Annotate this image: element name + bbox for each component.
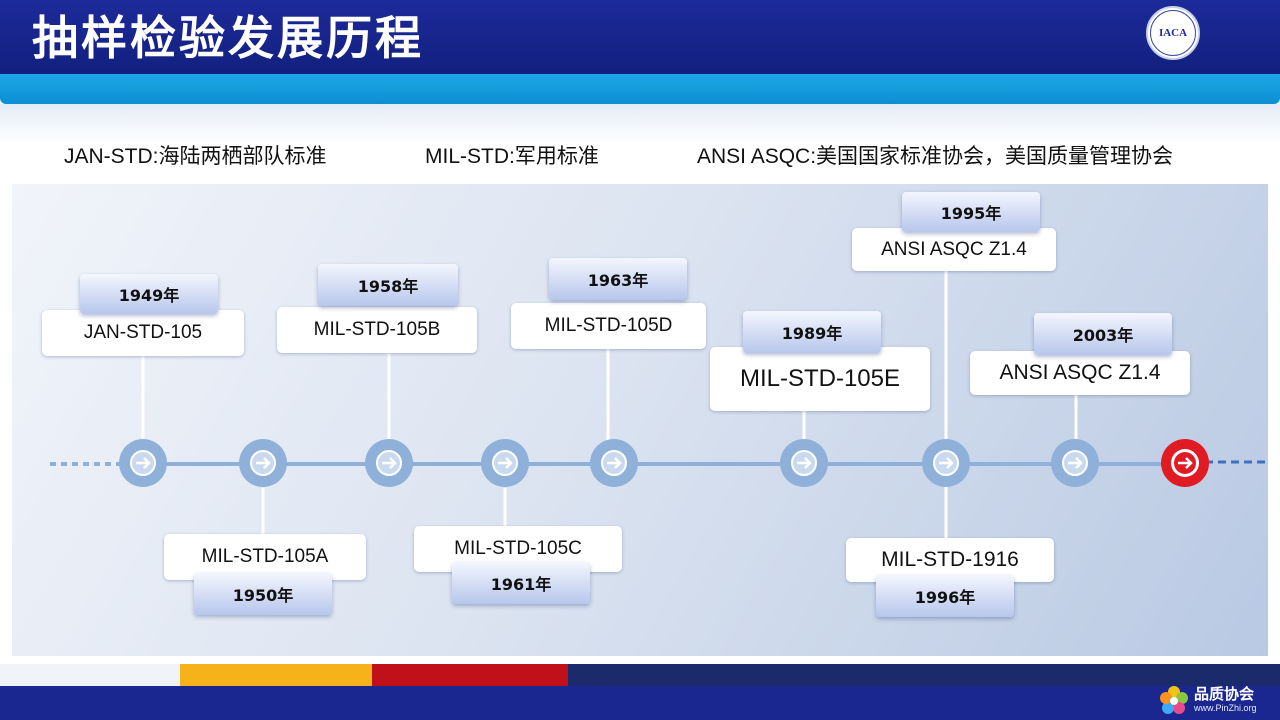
standard-card-1996: MIL-STD-1916 xyxy=(846,538,1054,582)
color-strip-red xyxy=(372,664,568,686)
timeline-node-1963 xyxy=(590,439,638,487)
year-badge-1949: 1949年 xyxy=(80,274,218,314)
arrow-right-icon xyxy=(1178,457,1193,469)
slide-title: 抽样检验发展历程 xyxy=(32,11,424,65)
timeline-node-1995 xyxy=(922,439,970,487)
standard-card-2003: ANSI ASQC Z1.4 xyxy=(970,351,1190,395)
timeline-node-1989 xyxy=(780,439,828,487)
timeline-node-2003 xyxy=(1051,439,1099,487)
timeline-node-1949 xyxy=(119,439,167,487)
standard-card-1995: ANSI ASQC Z1.4 xyxy=(852,228,1056,271)
color-strip-navy xyxy=(568,664,1280,686)
standard-card-1989: MIL-STD-105E xyxy=(710,347,930,411)
timeline-node-1961 xyxy=(481,439,529,487)
brand-name: 品质协会 xyxy=(1194,685,1255,703)
color-strip-light xyxy=(0,664,180,686)
year-badge-1963: 1963年 xyxy=(549,258,687,300)
legend-mil-std: MIL-STD:军用标准 xyxy=(425,145,599,168)
arrow-right-icon xyxy=(939,457,954,469)
year-badge-1989: 1989年 xyxy=(743,311,881,353)
arrow-right-icon xyxy=(498,457,513,469)
standard-card-1958: MIL-STD-105B xyxy=(277,307,477,353)
year-badge-1961: 1961年 xyxy=(452,562,590,604)
year-badge-1950: 1950年 xyxy=(194,573,332,615)
arrow-right-icon xyxy=(382,457,397,469)
year-badge-1995: 1995年 xyxy=(902,192,1040,232)
year-badge-2003: 2003年 xyxy=(1034,313,1172,355)
legend-jan-std: JAN-STD:海陆两栖部队标准 xyxy=(64,145,327,168)
header-fade xyxy=(0,104,1280,144)
legend-ansi-asqc: ANSI ASQC:美国国家标准协会，美国质量管理协会 xyxy=(697,145,1174,168)
slide-footer xyxy=(0,686,1280,720)
iaca-logo: IACA xyxy=(1146,6,1200,60)
header-accent-band xyxy=(0,74,1280,104)
color-strip-yellow xyxy=(180,664,372,686)
timeline-end-node xyxy=(1161,439,1209,487)
arrow-right-icon xyxy=(256,457,271,469)
standard-card-1963: MIL-STD-105D xyxy=(511,303,706,349)
arrow-right-icon xyxy=(797,457,812,469)
year-badge-1996: 1996年 xyxy=(876,575,1014,617)
brand-url: www.PinZhi.org xyxy=(1194,703,1257,713)
timeline-node-1958 xyxy=(365,439,413,487)
logo-text: IACA xyxy=(1150,10,1196,56)
arrow-right-icon xyxy=(1068,457,1083,469)
standard-card-1950: MIL-STD-105A xyxy=(164,534,366,580)
flower-logo-icon xyxy=(1160,686,1188,714)
timeline-node-1950 xyxy=(239,439,287,487)
year-badge-1958: 1958年 xyxy=(318,264,458,306)
brand-watermark: 品质协会 www.PinZhi.org xyxy=(1158,682,1276,718)
standard-card-1949: JAN-STD-105 xyxy=(42,310,244,356)
arrow-right-icon xyxy=(136,457,151,469)
slide-header: 抽样检验发展历程 IACA xyxy=(0,0,1280,74)
arrow-right-icon xyxy=(607,457,622,469)
